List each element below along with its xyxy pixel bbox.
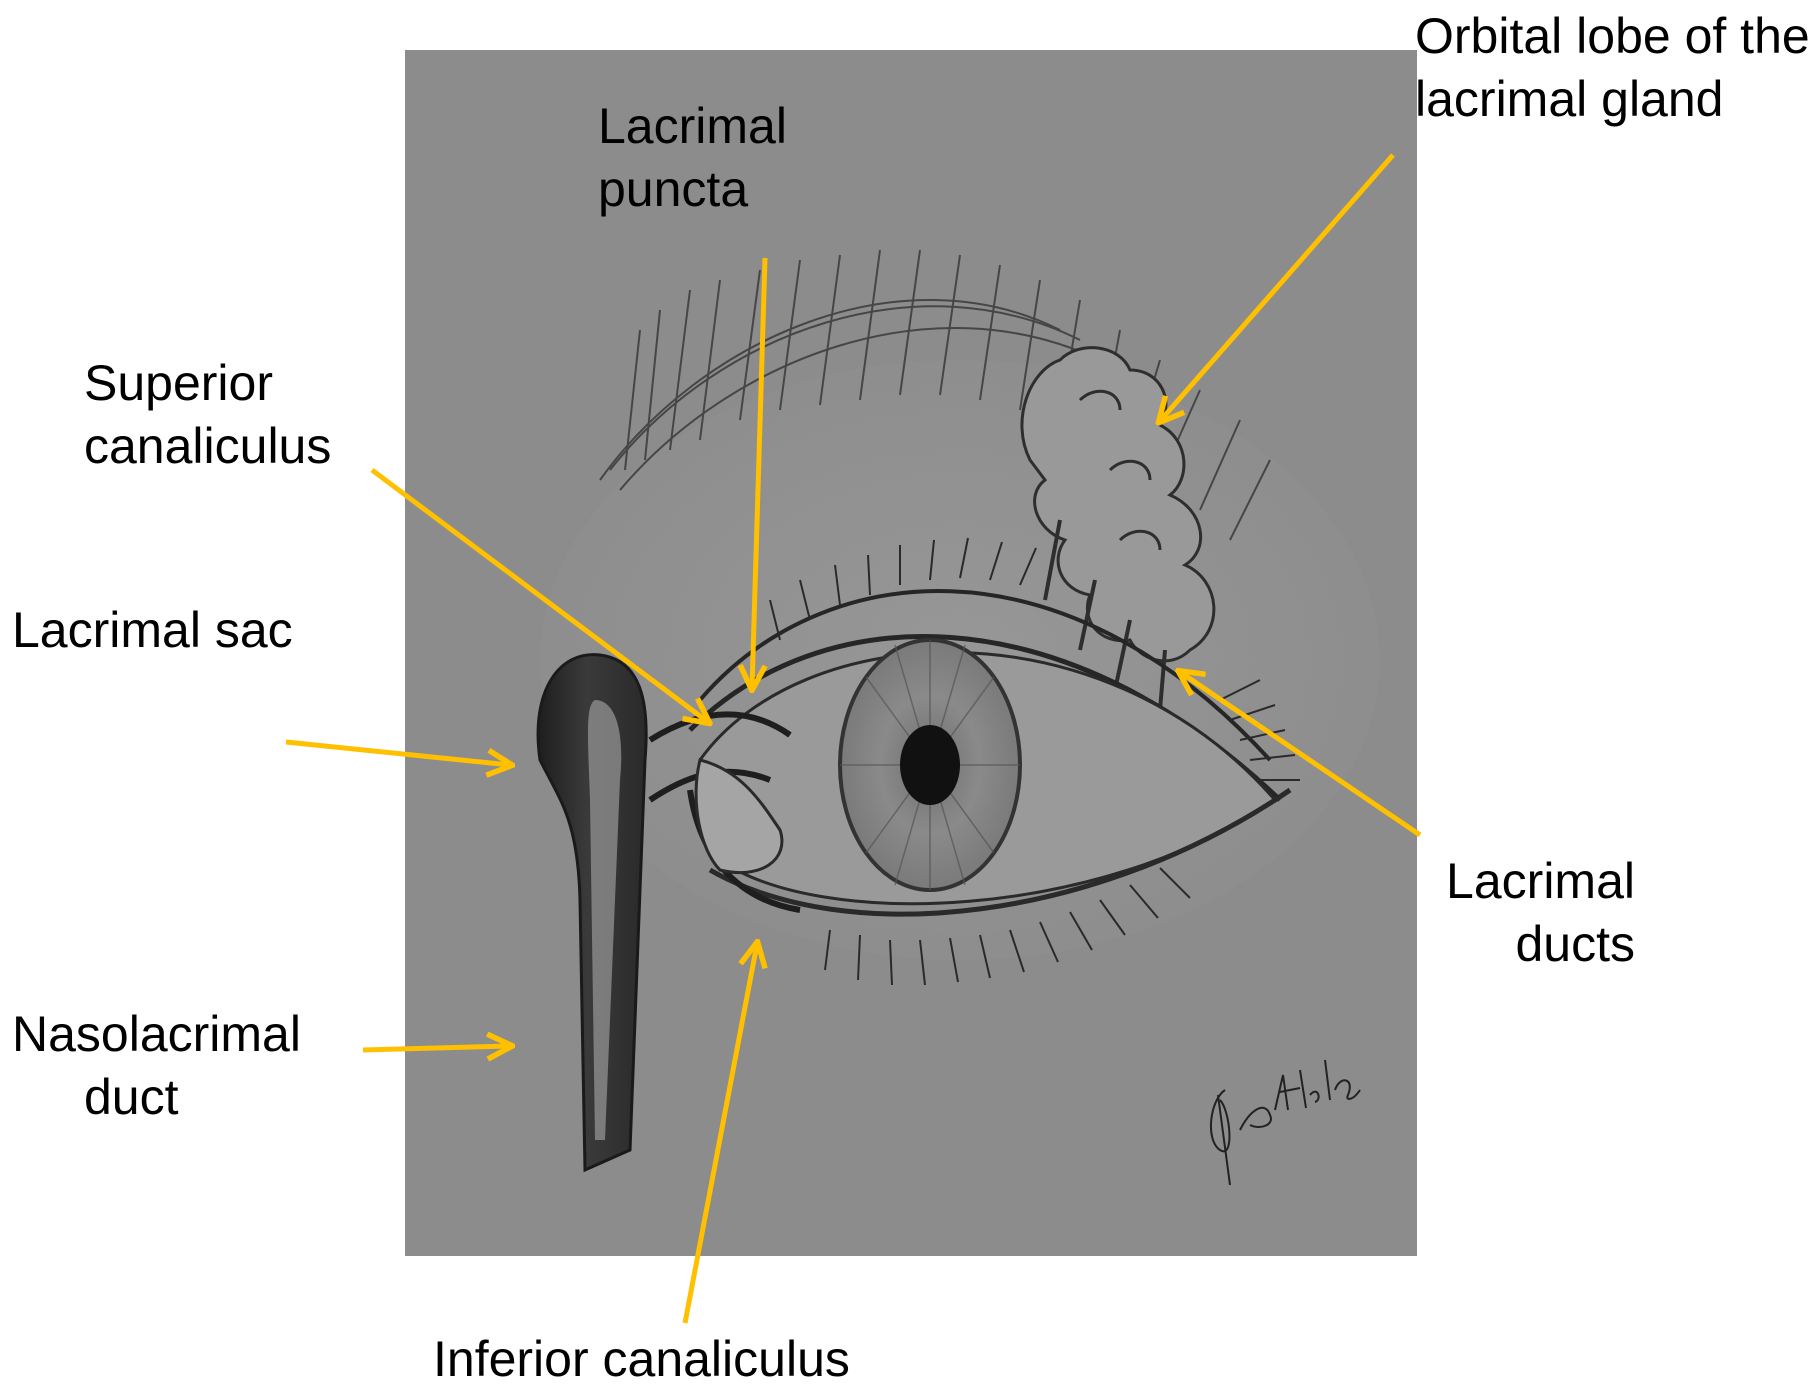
label-lacrimal-puncta: Lacrimal puncta [598,95,787,221]
label-inferior-canaliculus: Inferior canaliculus [433,1328,850,1391]
pupil [900,725,960,805]
label-lacrimal-sac: Lacrimal sac [12,599,293,662]
label-lacrimal-ducts: Lacrimal ducts [1435,850,1635,976]
label-orbital-lobe: Orbital lobe of the lacrimal gland [1415,5,1810,131]
label-nasolacrimal-duct: Nasolacrimal duct [12,1003,301,1129]
label-superior-canaliculus: Superior canaliculus [84,352,331,478]
